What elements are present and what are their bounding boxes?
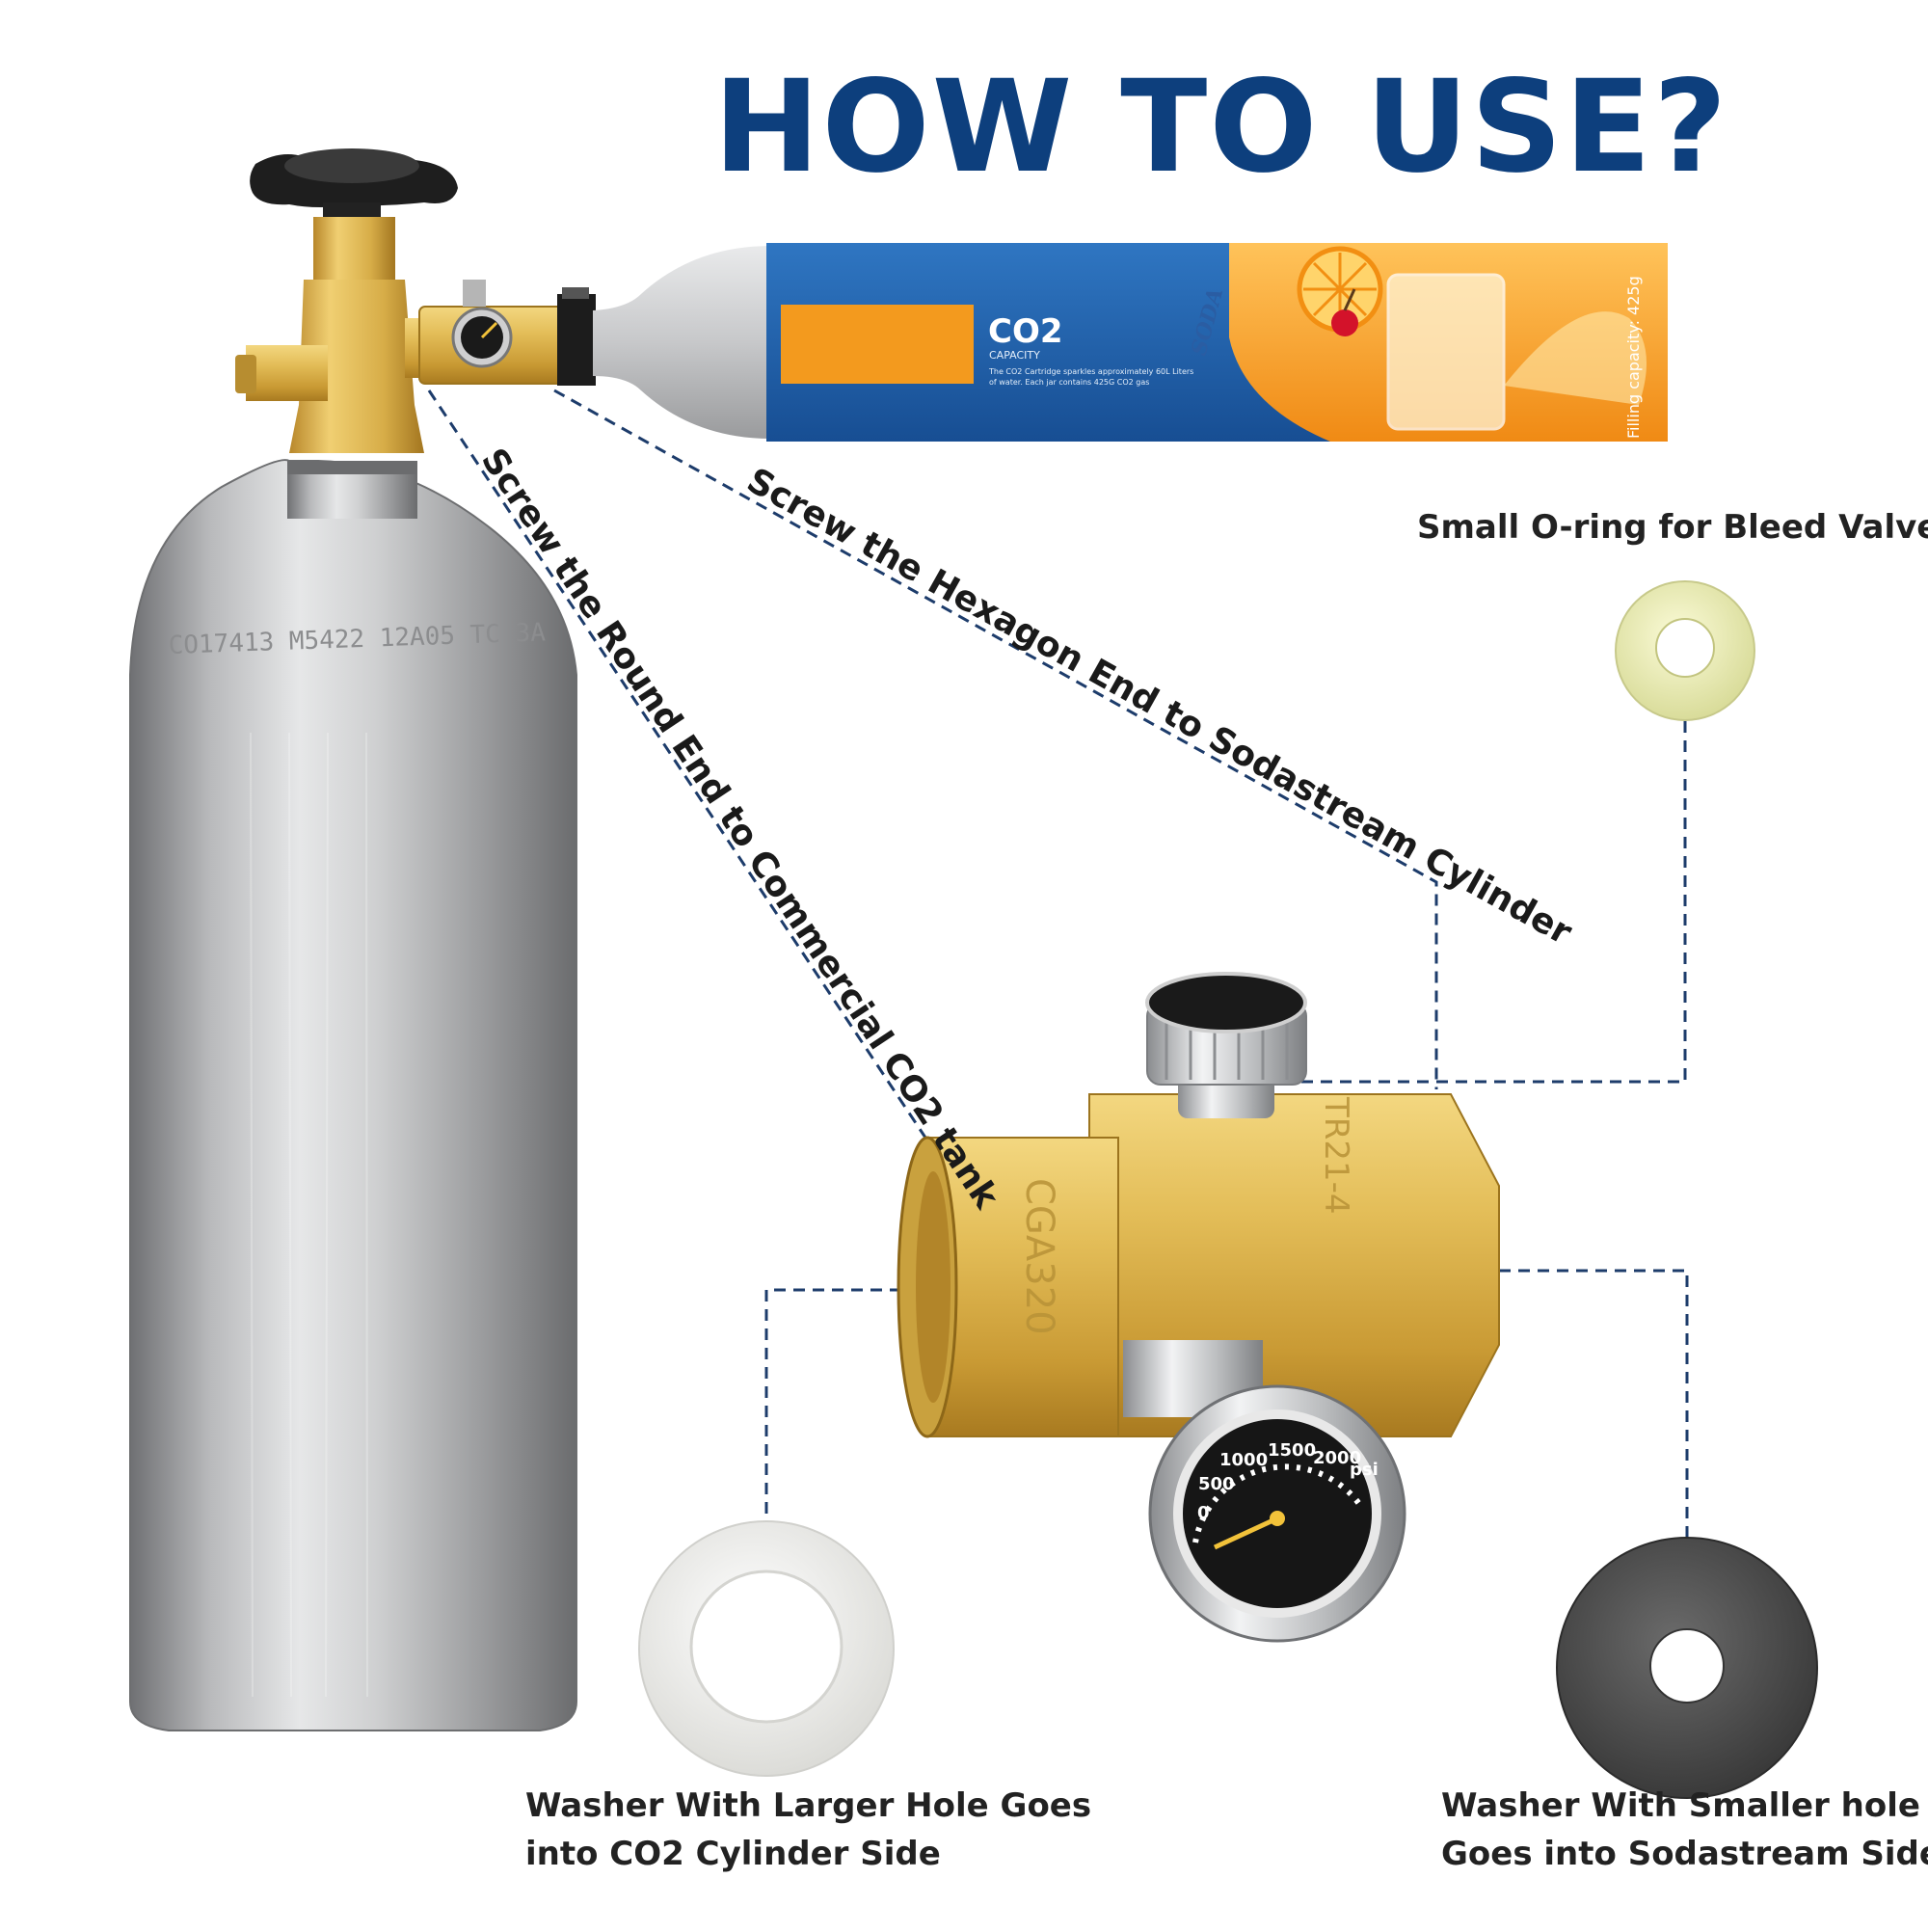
cartridge-sub: CAPACITY — [989, 349, 1040, 362]
line-small-washer — [1499, 1269, 1689, 1567]
connector-lines — [427, 389, 1689, 1567]
cartridge-desc-2: of water. Each jar contains 425G CO2 gas — [989, 378, 1149, 387]
gauge-unit: psi — [1350, 1460, 1379, 1480]
mounted-adapter — [418, 280, 596, 386]
tank-body — [129, 459, 577, 1731]
engraving-right: TR21-4 — [1317, 1096, 1355, 1215]
caption-large-washer: Washer With Larger Hole Goes into CO2 Cy… — [525, 1782, 1091, 1878]
drink-glass-icon — [1386, 273, 1506, 431]
co2-tank: CO17413 M5422 12A05 TC 3A — [129, 459, 577, 1731]
tank-valve — [235, 148, 458, 453]
engraving-left: CGA320 — [1017, 1178, 1061, 1335]
bleed-valve-knob — [1145, 972, 1307, 1118]
o-ring — [1615, 580, 1755, 721]
side-plug — [235, 355, 256, 393]
pressure-gauge: 0 500 1000 1500 2000 psi — [1123, 1340, 1406, 1643]
line-round-end — [427, 389, 927, 1139]
caption-small-washer: Washer With Smaller hole Goes into Sodas… — [1441, 1782, 1928, 1878]
line-oring — [1289, 721, 1687, 1084]
cartridge-desc-1: The CO2 Cartridge sparkles approximately… — [988, 367, 1193, 376]
small-hole-washer — [1556, 1537, 1818, 1799]
gauge-tick-2000: 2000 — [1313, 1448, 1361, 1468]
cherry-icon — [1331, 309, 1358, 336]
cartridge-brand: CO2 — [988, 312, 1063, 351]
gauge-tick-1000: 1000 — [1219, 1450, 1268, 1470]
sodastream-cartridge: CO2 CAPACITY The CO2 Cartridge sparkles … — [593, 243, 1668, 442]
caption-o-ring: Small O-ring for Bleed Valve — [1417, 508, 1928, 547]
line-hexagon-end — [553, 389, 1438, 1089]
caption-small-washer-line1: Washer With Smaller hole — [1441, 1786, 1920, 1825]
caption-large-washer-line1: Washer With Larger Hole Goes — [525, 1786, 1092, 1825]
gauge-tick-0: 0 — [1197, 1503, 1210, 1523]
large-hole-washer — [638, 1520, 895, 1777]
page-title: HOW TO USE? — [713, 53, 1729, 201]
caption-large-washer-line2: into CO2 Cylinder Side — [525, 1835, 941, 1873]
gauge-tick-500: 500 — [1198, 1474, 1235, 1494]
adapter: CGA320 TR21-4 0 500 — [897, 972, 1500, 1643]
caption-small-washer-line2: Goes into Sodastream Side — [1441, 1835, 1928, 1873]
gauge-tick-1500: 1500 — [1268, 1440, 1316, 1461]
cartridge-capacity: Filling capacity: 425g — [1624, 276, 1643, 439]
line-large-washer — [764, 1288, 921, 1543]
cartridge-neck — [593, 246, 771, 439]
